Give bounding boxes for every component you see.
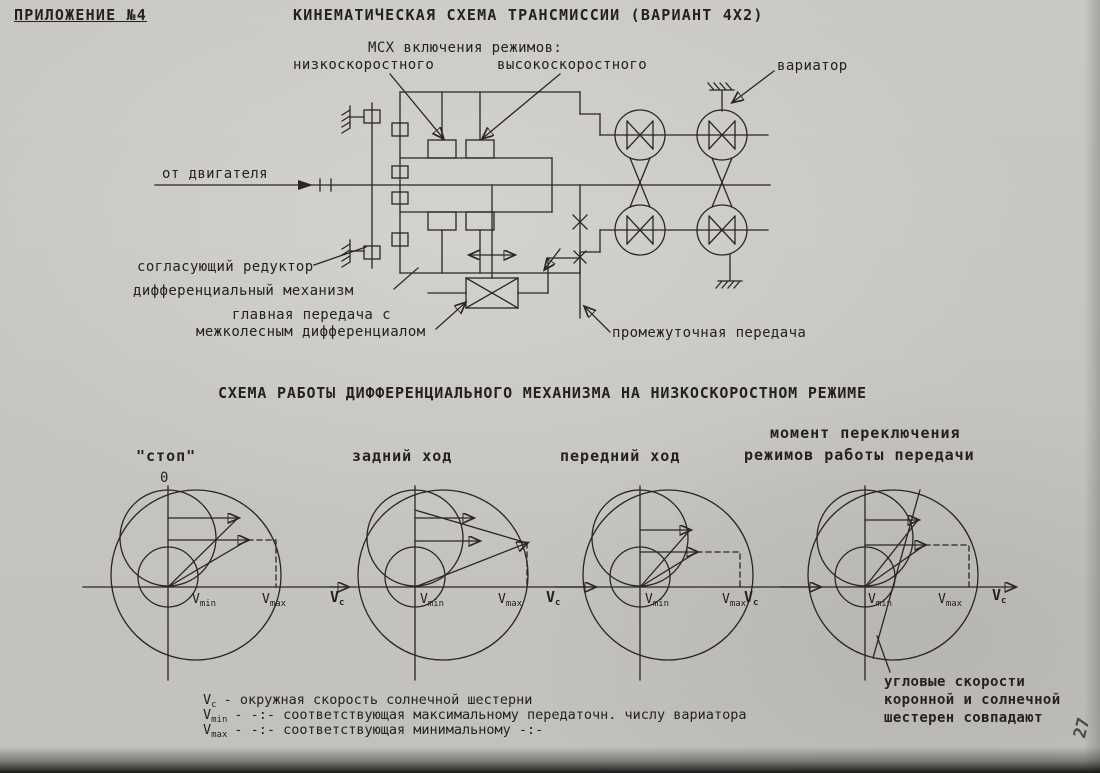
annotation-line-1: угловые скорости: [884, 674, 1026, 690]
leader-low-speed: [389, 73, 443, 138]
legend-vmax: Vmax- -:- соответствующая минимальному -…: [203, 722, 544, 740]
vmax-label-reverse: Vmax: [498, 592, 523, 609]
label-intermediate: промежуточная передача: [612, 325, 807, 341]
transmission-schematic: [154, 70, 775, 333]
engine-arrow: [298, 180, 313, 190]
velocity-diagram-stop: [82, 485, 348, 681]
annotation-leader: [876, 635, 891, 673]
belt-line: [629, 157, 651, 208]
vmin-label-forward: Vmin: [645, 592, 670, 609]
leader-lines: [313, 70, 775, 333]
caption-stop: "стоп": [136, 447, 197, 465]
mcx-clutches-lower: [399, 211, 601, 274]
caption-switching-2: режимов работы передачи: [744, 446, 975, 464]
leader-high-speed: [483, 73, 561, 138]
leader-main-gear: [435, 303, 465, 330]
mcx-low-speed-box: [427, 139, 457, 159]
vmax-label-switching: Vmax: [938, 592, 963, 609]
caption-reverse: задний ход: [352, 447, 453, 465]
vmax-label-forward: Vmax: [722, 592, 747, 609]
fork-arrow: [545, 248, 561, 269]
label-main-gear-2: межколесным дифференциалом: [196, 324, 426, 340]
label-variator: вариатор: [777, 58, 848, 74]
leader-reducer: [313, 246, 367, 266]
caption-switching-1: момент переключения: [770, 424, 961, 442]
label-high-speed: высокоскоростного: [497, 57, 648, 73]
legend-vc: Vc- окружная скорость солнечной шестерни: [203, 692, 533, 710]
legend-vmin: Vmin- -:- соответствующая максимальному …: [203, 707, 747, 725]
vmax-label-stop: Vmax: [262, 592, 287, 609]
variator: [599, 82, 769, 289]
variator-pulley: [614, 204, 666, 256]
label-differential: дифференциальный механизм: [133, 283, 354, 299]
variator-pulley: [614, 109, 666, 161]
label-from-engine: от двигателя: [162, 166, 268, 182]
matching-reducer: [341, 91, 409, 274]
belt-line: [711, 157, 733, 208]
velocity-diagram-reverse: [329, 485, 595, 681]
leader-intermediate: [585, 307, 611, 333]
main-gear-differential: [427, 184, 581, 309]
zero-label: 0: [160, 470, 169, 486]
section-title: СХЕМА РАБОТЫ ДИФФЕРЕНЦИАЛЬНОГО МЕХАНИЗМА…: [218, 384, 867, 402]
ground-hatch-top: [707, 82, 735, 112]
label-matching-reducer: согласующий редуктор: [137, 259, 314, 275]
velocity-diagram-switching: [779, 485, 1015, 681]
page-title: КИНЕМАТИЧЕСКАЯ СХЕМА ТРАНСМИССИИ (ВАРИАН…: [293, 6, 764, 24]
vmin-label-switching: Vmin: [868, 592, 893, 609]
annotation-line-3: шестерен совпадают: [884, 710, 1043, 726]
vc-label-stop: Vc: [330, 588, 345, 608]
leader-variator: [733, 70, 775, 102]
mcx-clutches-upper: [399, 91, 601, 213]
intermediate-gear: [572, 184, 588, 319]
label-main-gear-1: главная передача с: [232, 307, 391, 323]
label-msx-header: МСХ включения режимов:: [368, 40, 563, 56]
wall-hatch-top: [341, 105, 365, 134]
appendix-label: ПРИЛОЖЕНИЕ №4: [14, 6, 147, 24]
input-shaft: [154, 178, 771, 192]
mcx-high-speed-box: [465, 139, 495, 159]
vmin-label-stop: Vmin: [192, 592, 217, 609]
annotation-line-2: коронной и солнечной: [884, 692, 1061, 708]
vc-label-forward: Vc: [744, 588, 759, 608]
vc-label-reverse: Vc: [546, 588, 561, 608]
coincident-speeds-line: [872, 489, 921, 659]
variator-pulley: [696, 204, 748, 256]
wall-hatch-bottom: [341, 239, 365, 268]
caption-forward: передний ход: [560, 447, 681, 465]
leader-differential: [393, 267, 419, 290]
vc-label-switching: Vc: [992, 586, 1007, 606]
label-low-speed: низкоскоростного: [293, 57, 435, 73]
ground-hatch-bottom: [715, 254, 743, 289]
velocity-diagram-forward: [554, 485, 820, 681]
vmin-label-reverse: Vmin: [420, 592, 445, 609]
